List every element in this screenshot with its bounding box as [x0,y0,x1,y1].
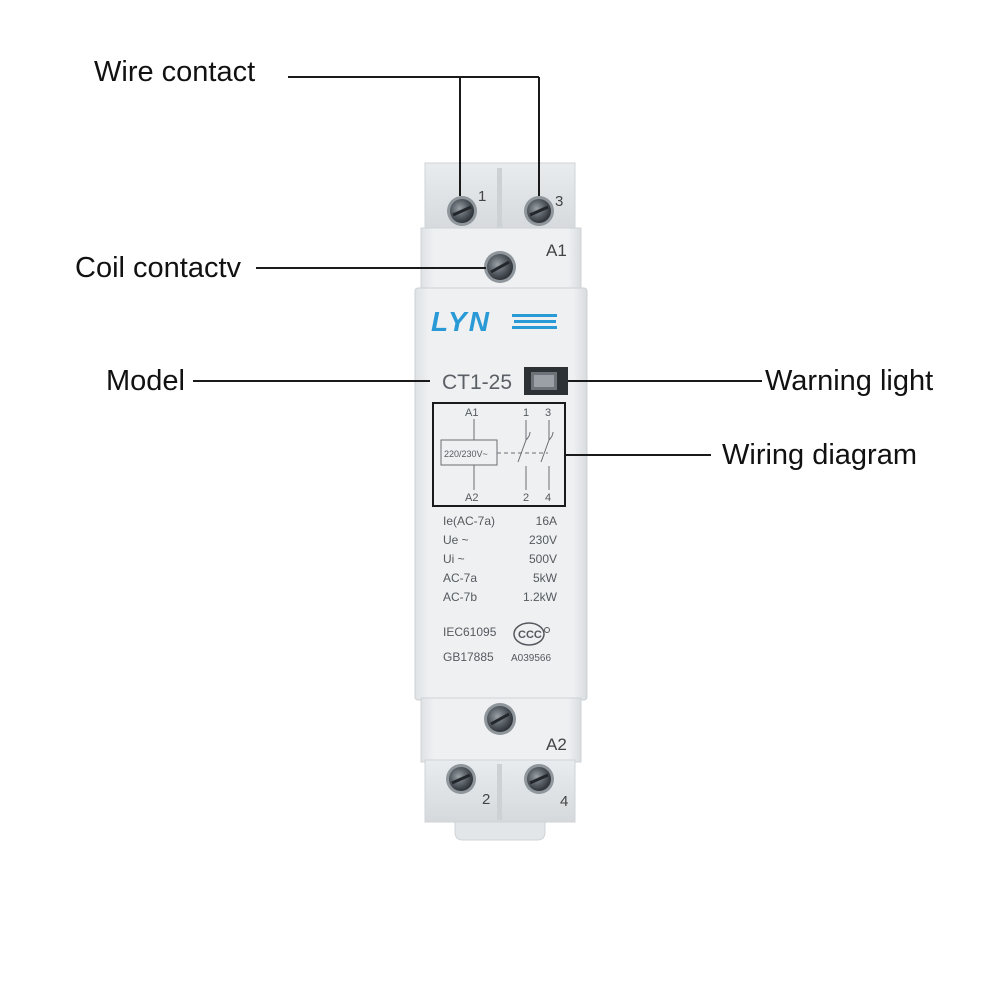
din-rail-clip [454,821,546,841]
callout-warning-light: Warning light [765,365,934,397]
spec-table: Ie(AC-7a) 16A Ue ~ 230V Ui ~ 500V AC-7a 5kW AC-7… [443,514,558,604]
screw-terminal-4 [524,764,554,794]
standard-gb: GB17885 [443,650,494,664]
spec-label: Ue ~ [443,533,469,547]
warning-light [524,367,568,395]
spec-value: 230V [529,533,557,547]
leader-wire-contact [288,76,540,196]
terminal-label-3: 3 [555,193,563,210]
screw-coil-a2 [484,703,516,735]
brand-logo-text: LYN [431,306,491,337]
diagram-contact-3-4 [540,420,554,490]
diagram-label-4: 4 [545,492,551,504]
spec-value: 5kW [533,571,558,585]
screw-terminal-1 [447,196,477,226]
spec-label: Ie(AC-7a) [443,514,495,528]
diagram-contact-1-2 [517,420,531,490]
screw-coil-a1 [484,251,516,283]
device-front-panel [414,287,588,701]
callout-wire-contact: Wire contact [94,56,256,88]
terminal-label-2: 2 [482,791,490,808]
diagram-coil-voltage: 220/230V~ [444,449,488,459]
ccc-mark-text: CCC [518,629,542,641]
terminal-label-a2: A2 [546,735,567,754]
spec-value: 1.2kW [523,590,558,604]
diagram-label-3: 3 [545,407,551,419]
certification-code: A039566 [511,653,551,664]
callout-coil-contact: Coil contactv [75,252,242,284]
callout-wiring-diagram: Wiring diagram [722,439,917,471]
leader-lines [193,76,762,456]
screw-terminal-2 [446,764,476,794]
contactor-device: 1 3 A1 A2 2 4 LYN CT1-25 A1 A2 220 [414,162,588,841]
diagram-label-a1: A1 [465,407,478,419]
terminal-label-4: 4 [560,793,568,810]
standard-iec: IEC61095 [443,625,497,639]
callout-model: Model [106,365,185,397]
brand-logo: LYN [431,306,557,337]
spec-value: 16A [536,514,557,528]
spec-label: AC-7a [443,571,477,585]
model-number: CT1-25 [442,371,512,394]
diagram-label-2: 2 [523,492,529,504]
spec-value: 500V [529,552,557,566]
ccc-certification-mark: CCC [513,622,550,646]
bottom-terminal-divider [497,764,502,820]
terminal-label-a1: A1 [546,241,567,260]
diagram-label-a2: A2 [465,492,478,504]
spec-label: AC-7b [443,590,477,604]
screw-terminal-3 [524,196,554,226]
top-terminal-divider [497,168,502,228]
spec-label: Ui ~ [443,552,465,566]
terminal-label-1: 1 [478,188,486,205]
diagram-label-1: 1 [523,407,529,419]
